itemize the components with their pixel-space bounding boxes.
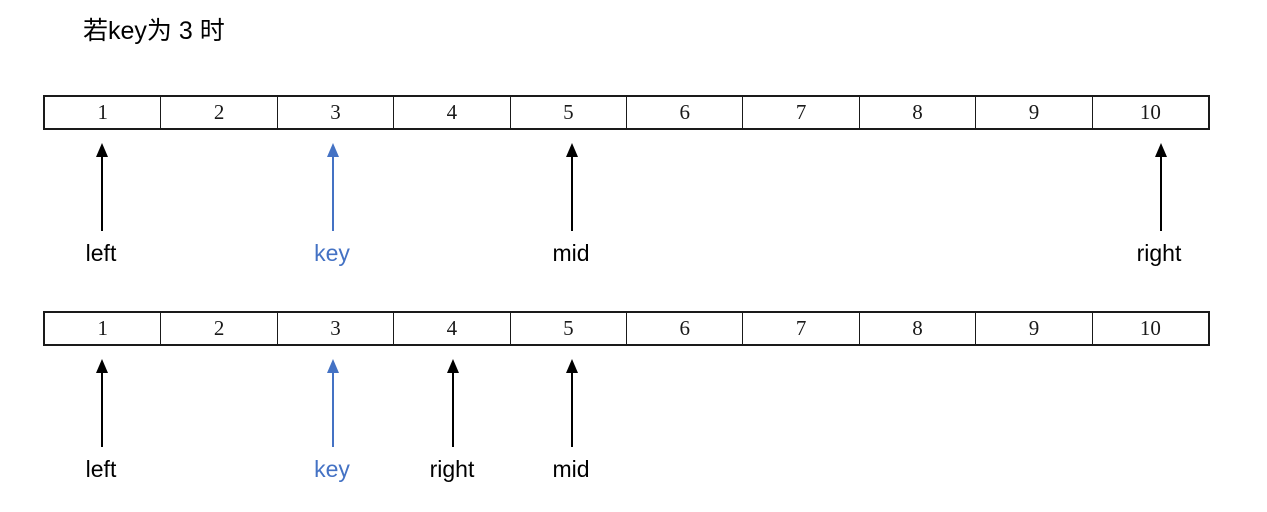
pointer-label-left-row2: left — [85, 456, 117, 482]
array-cell: 3 — [278, 313, 395, 344]
pointer-label-right-row2: right — [429, 456, 475, 482]
pointer-arrow-up-icon-key-row2 — [327, 359, 339, 447]
arrow-shaft — [332, 155, 334, 231]
array-cell: 4 — [394, 313, 511, 344]
pointer-arrow-up-icon-left-row2 — [96, 359, 108, 447]
pointer-label-left-row1: left — [85, 240, 117, 266]
arrow-head-icon — [566, 143, 578, 157]
array-cell: 4 — [394, 97, 511, 128]
array-cell: 6 — [627, 97, 744, 128]
array-row-1: 1 2 3 4 5 6 7 8 9 10 — [43, 95, 1210, 130]
arrow-head-icon — [566, 359, 578, 373]
pointer-label-right-row1: right — [1136, 240, 1182, 266]
arrow-head-icon — [96, 143, 108, 157]
arrow-head-icon — [447, 359, 459, 373]
pointer-label-key-row1: key — [314, 240, 350, 266]
pointer-arrow-up-icon-mid-row2 — [566, 359, 578, 447]
pointer-label-mid-row2: mid — [552, 456, 590, 482]
array-cell: 9 — [976, 97, 1093, 128]
diagram-title: 若key为 3 时 — [83, 17, 225, 45]
array-cell: 8 — [860, 97, 977, 128]
array-cell: 2 — [161, 313, 278, 344]
array-cell: 10 — [1139, 100, 1161, 124]
arrow-shaft — [101, 155, 103, 231]
arrow-shaft — [332, 371, 334, 447]
array-cell: 10 — [1139, 316, 1161, 340]
array-cell: 7 — [743, 313, 860, 344]
array-cell: 7 — [743, 97, 860, 128]
arrow-head-icon — [327, 359, 339, 373]
arrow-head-icon — [1155, 143, 1167, 157]
arrow-shaft — [1160, 155, 1162, 231]
arrow-shaft — [571, 371, 573, 447]
arrow-shaft — [571, 155, 573, 231]
array-cell: 5 — [511, 97, 628, 128]
arrow-shaft — [101, 371, 103, 447]
arrow-head-icon — [96, 359, 108, 373]
array-row-2: 1 2 3 4 5 6 7 8 9 10 — [43, 311, 1210, 346]
array-cell: 1 — [45, 97, 162, 128]
pointer-arrow-up-icon-right-row1 — [1155, 143, 1167, 231]
array-cell: 5 — [511, 313, 628, 344]
array-cell: 6 — [627, 313, 744, 344]
pointer-arrow-up-icon-left-row1 — [96, 143, 108, 231]
arrow-shaft — [452, 371, 454, 447]
array-cell: 1 — [45, 313, 162, 344]
pointer-label-key-row2: key — [314, 456, 350, 482]
array-cell: 2 — [161, 97, 278, 128]
array-cell: 9 — [976, 313, 1093, 344]
arrow-head-icon — [327, 143, 339, 157]
array-cell: 8 — [860, 313, 977, 344]
array-cell: 3 — [278, 97, 395, 128]
pointer-arrow-up-icon-key-row1 — [327, 143, 339, 231]
pointer-label-mid-row1: mid — [552, 240, 590, 266]
pointer-arrow-up-icon-mid-row1 — [566, 143, 578, 231]
pointer-arrow-up-icon-right-row2 — [447, 359, 459, 447]
